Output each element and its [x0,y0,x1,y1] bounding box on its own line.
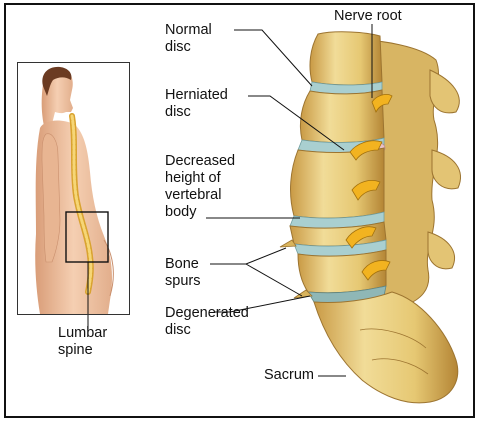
label-nerve-root: Nerve root [334,8,402,25]
label-sacrum: Sacrum [264,367,314,384]
label-herniated-disc: Herniated disc [165,87,228,121]
label-normal-disc: Normal disc [165,22,212,56]
label-degenerated-disc: Degenerated disc [165,305,249,339]
vertebra-2 [300,90,384,142]
vertebra-1 [310,32,382,85]
label-lumbar-spine: Lumbar spine [58,325,107,359]
leader-normal-disc [234,30,312,86]
label-decreased-height: Decreased height of vertebral body [165,153,235,221]
leader-bone-spurs-1 [210,248,286,264]
spine-column [280,32,460,403]
sacrum [314,292,458,403]
body-inset-frame [17,62,130,315]
leader-bone-spurs-2 [246,264,302,296]
label-bone-spurs: Bone spurs [165,256,200,290]
